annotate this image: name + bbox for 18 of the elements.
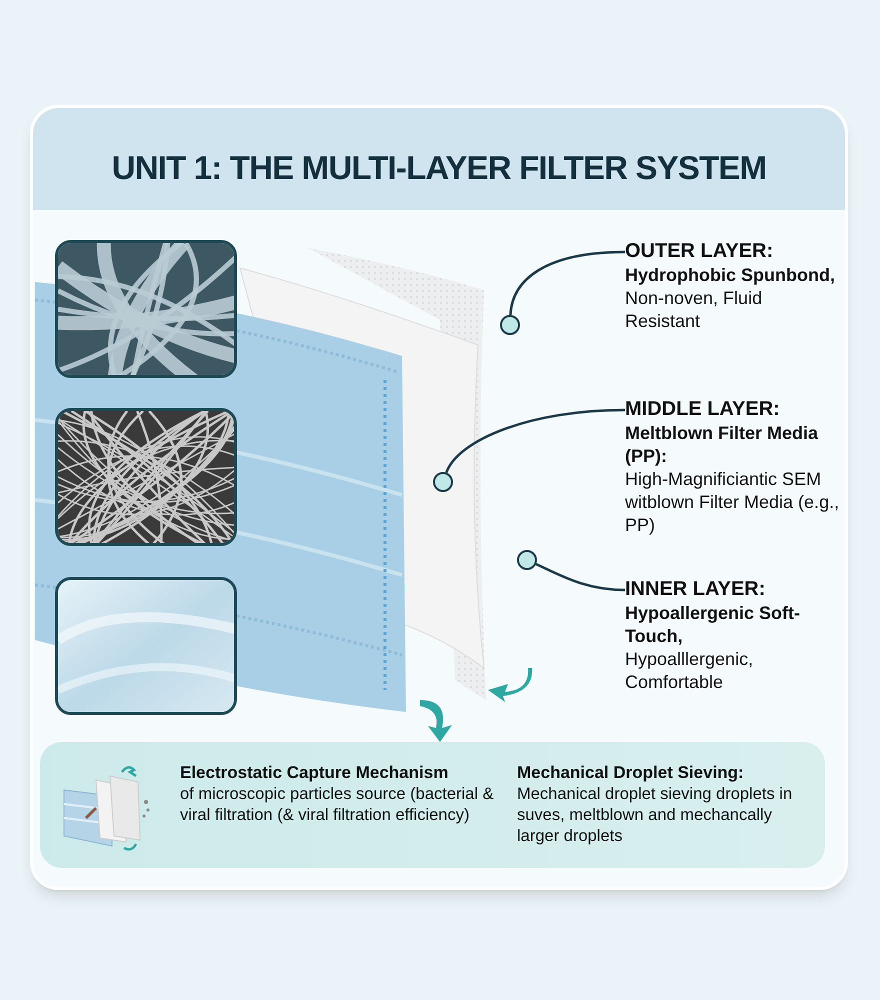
- section-heading: Electrostatic Capture Mechanism: [180, 762, 450, 784]
- layer-description: Hypoalllergenic, Comfortable: [625, 648, 754, 694]
- leader-line: [509, 250, 626, 316]
- layer-description: High-Magnificiantic SEM witblown Filter Media (e.g., PP): [625, 468, 840, 537]
- layer-subheading: Meltblown Filter Media (PP):: [625, 422, 820, 468]
- layer-subheading: Hydrophobic Spunbond,: [625, 264, 836, 287]
- info-panel: [40, 742, 825, 868]
- layer-subheading: Hypoallergenic Soft-Touch,: [625, 602, 802, 648]
- section-heading: Mechanical Droplet Sieving:: [517, 762, 745, 784]
- layer-heading: OUTER LAYER:: [625, 239, 774, 264]
- layer-heading: MIDDLE LAYER:: [625, 397, 781, 422]
- section-description: of microscopic particles source (bacterial & viral filtration (& viral filtration efficiency): [180, 784, 495, 826]
- title: UNIT 1: THE MULTI-LAYER FILTER SYSTEM: [110, 148, 768, 188]
- layer-heading: INNER LAYER:: [625, 577, 766, 602]
- leader-line: [536, 563, 626, 592]
- leader-line: [445, 408, 626, 474]
- section-description: Mechanical droplet sieving droplets in suves, meltblown and mechancally larger droplets: [517, 784, 794, 847]
- layer-description: Non-noven, Fluid Resistant: [625, 287, 764, 333]
